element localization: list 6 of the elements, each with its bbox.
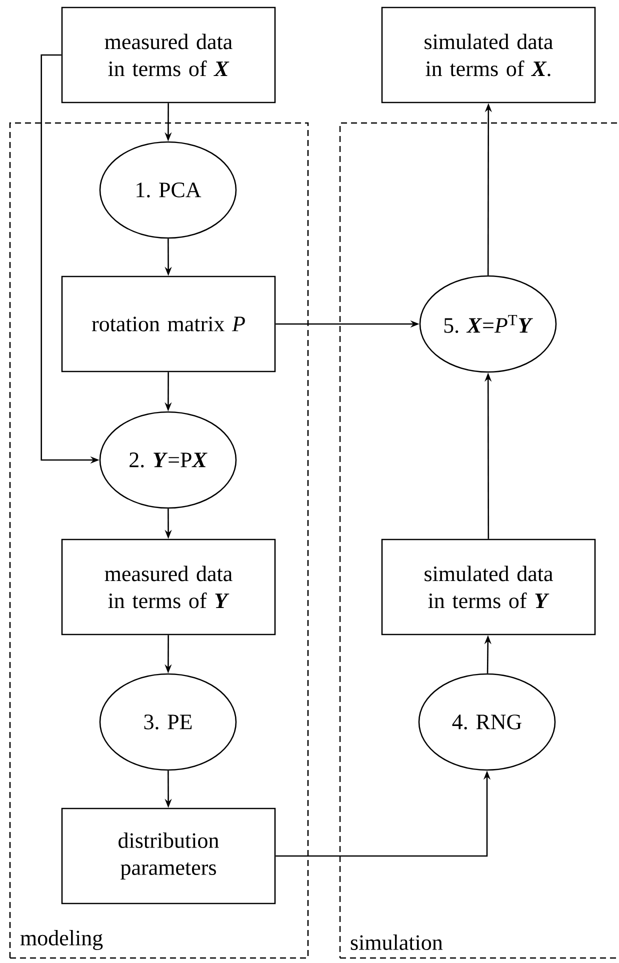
data-box: simulated data in terms of X. <box>381 6 596 104</box>
data-box: distribution parameters <box>61 808 276 904</box>
data-box: measured data in terms of Y <box>61 538 276 636</box>
data-box: measured data in terms of X <box>61 6 276 104</box>
data-box: rotation matrix P <box>61 276 276 372</box>
data-box: simulated data in terms of Y <box>381 538 596 636</box>
